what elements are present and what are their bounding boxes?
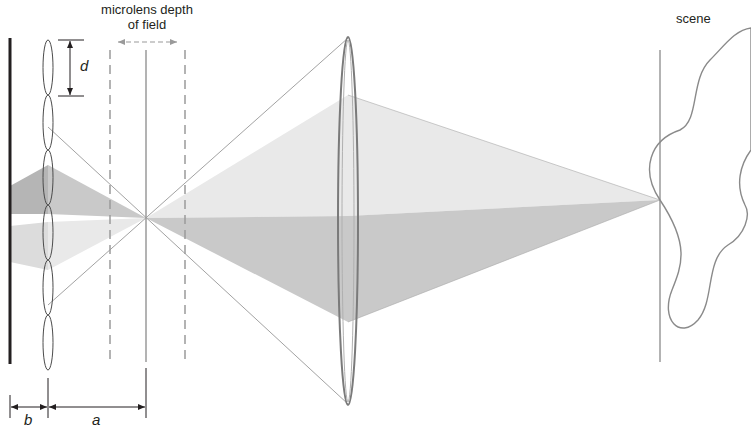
focal-plane [145, 50, 147, 362]
microlens [43, 40, 53, 95]
dimension-arrow [49, 407, 145, 408]
dimension-tick [10, 395, 11, 418]
light-cone [48, 165, 146, 218]
dimension-tick [146, 368, 147, 418]
scene-label: scene [676, 11, 711, 26]
light-cone [10, 165, 48, 214]
dimension-label: d [80, 58, 88, 73]
microlens [43, 150, 53, 205]
depth-of-field-label: microlens depth of field [97, 2, 197, 32]
main-lens [342, 40, 354, 402]
scene-plane [659, 50, 661, 362]
dimension-arrow [70, 41, 71, 95]
marginal-ray [48, 127, 348, 404]
microlens [43, 205, 53, 260]
dimension-label: b [24, 412, 32, 427]
depth-limit [109, 50, 111, 362]
light-cone [348, 200, 660, 322]
light-cone [48, 218, 146, 270]
microlens [43, 95, 53, 150]
ray [348, 200, 660, 322]
scene-object [650, 28, 751, 328]
dimension-tick [58, 40, 84, 41]
microlens-array [43, 40, 53, 370]
ray [348, 95, 660, 200]
dimension-tick [48, 378, 49, 418]
light-cone [348, 95, 660, 216]
light-cone [146, 95, 348, 218]
marginal-ray [48, 38, 348, 305]
light-cone [10, 222, 48, 270]
microlens [43, 315, 53, 370]
dimension-arrow [11, 407, 47, 408]
main-lens [338, 37, 358, 405]
sensor [9, 38, 12, 364]
dimension-label: a [92, 412, 100, 427]
depth-limit [184, 50, 186, 362]
microlens [43, 260, 53, 315]
dimension-tick [58, 96, 84, 97]
depth-arrow [118, 41, 177, 42]
light-cone [146, 216, 348, 322]
